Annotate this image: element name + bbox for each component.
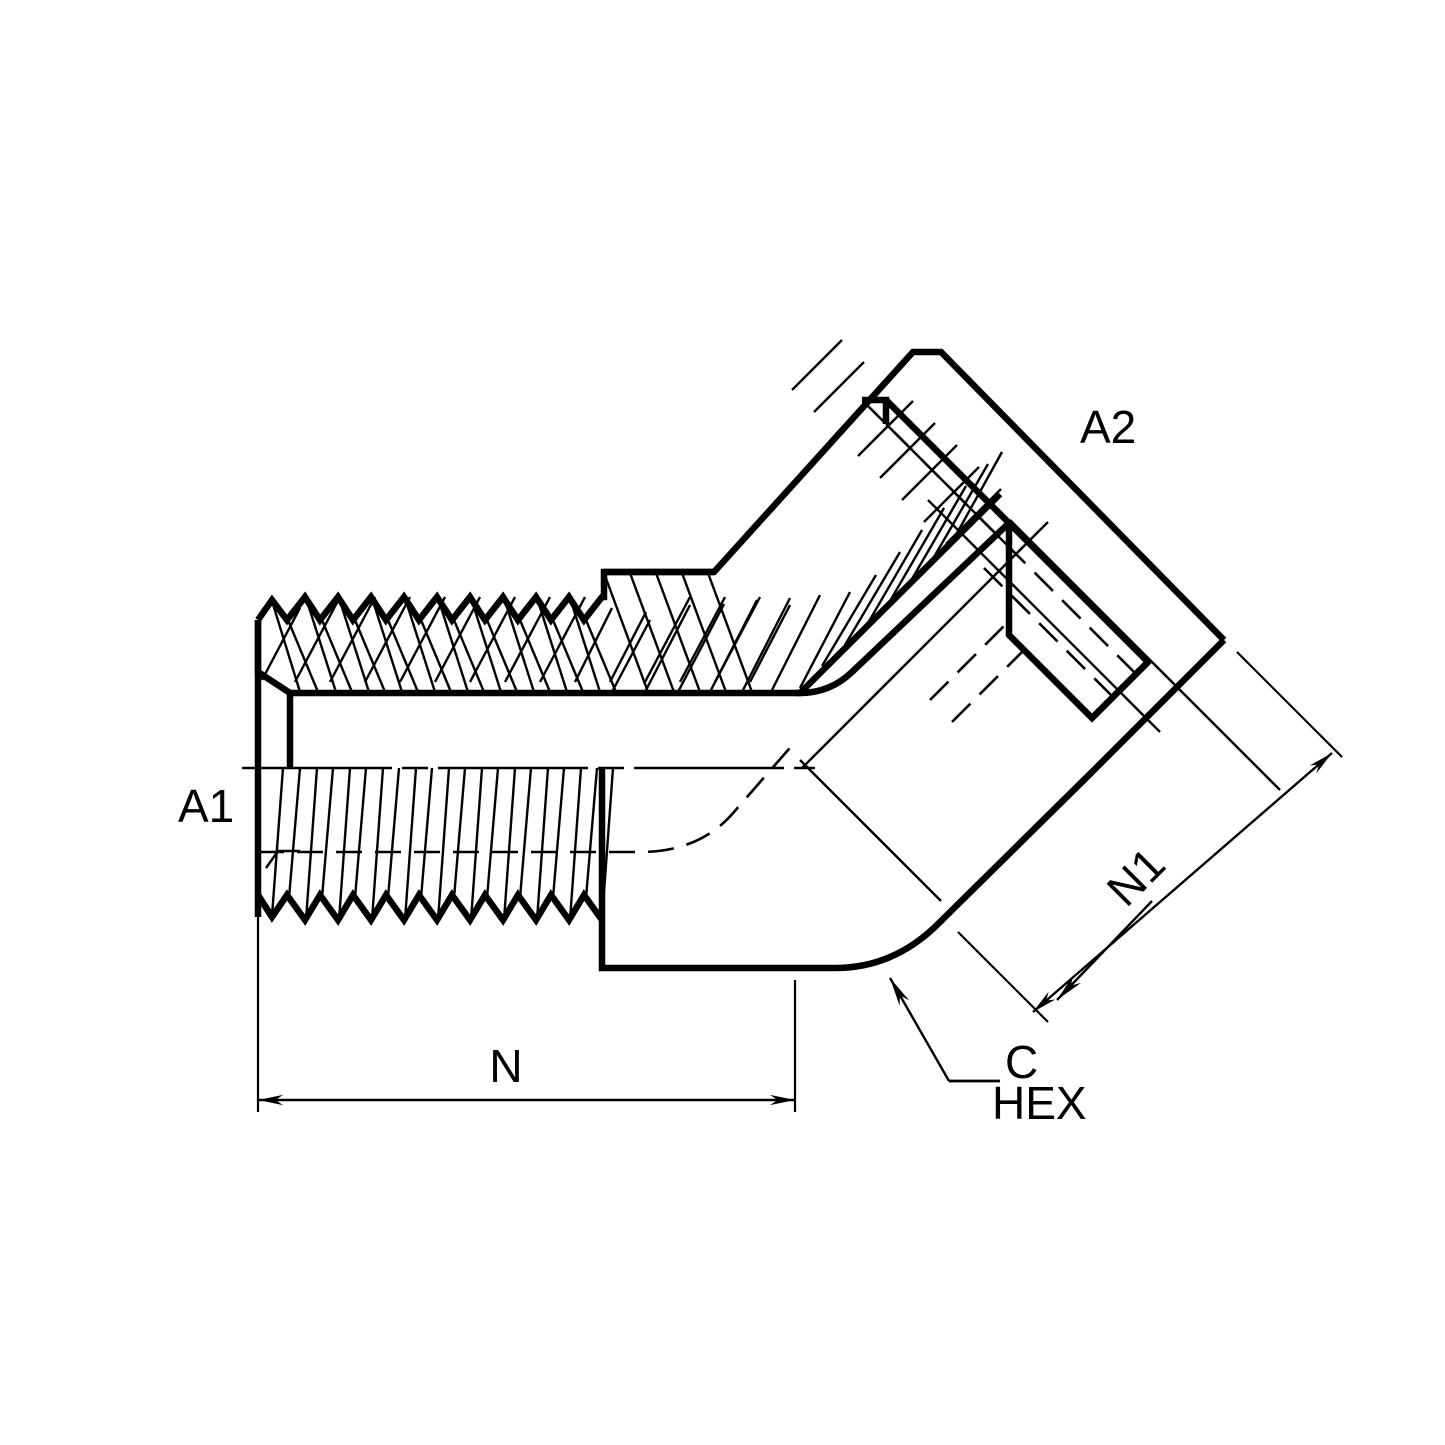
label-a1: A1 bbox=[178, 780, 234, 832]
hex-boss-edge-a bbox=[885, 423, 1008, 546]
label-a2: A2 bbox=[1080, 401, 1136, 453]
bore-shoulder-curve bbox=[265, 849, 300, 869]
leader-c-group: C bbox=[890, 978, 1038, 1088]
dimension-label-n: N bbox=[489, 1040, 522, 1092]
leader-hex-line bbox=[1056, 900, 1153, 1001]
male-shoulder-step bbox=[598, 920, 795, 972]
elbow-inner-wall bbox=[795, 520, 1012, 697]
diagonal-transition-hatching bbox=[610, 451, 1004, 693]
top-thread-crest-profile bbox=[255, 568, 714, 626]
hidden-bore-line bbox=[258, 741, 796, 854]
n1-dimension-line bbox=[1032, 752, 1333, 1013]
top-thread-flank-lines bbox=[270, 572, 754, 693]
a2-flange-outer bbox=[1089, 637, 1227, 775]
leader-label-hex: HEX bbox=[992, 1077, 1087, 1129]
a2-flange-inner-step bbox=[1005, 523, 1151, 723]
leader-label-c: C bbox=[1005, 1036, 1038, 1088]
diagonal-female-arm-group bbox=[604, 339, 1281, 972]
bottom-thread-flank-lines bbox=[270, 767, 615, 921]
diagonal-arm-upper-edge bbox=[604, 348, 1227, 643]
projection-construction-lines bbox=[799, 499, 1281, 902]
left-bottom-chamfer bbox=[255, 893, 275, 919]
boss-hidden-bore-lines bbox=[929, 544, 1136, 723]
dimension-n-group: N bbox=[256, 905, 797, 1112]
leader-hex-group: HEX bbox=[992, 900, 1153, 1129]
bottom-thread-crest-profile bbox=[255, 889, 605, 926]
n1-extension-far bbox=[1236, 651, 1343, 758]
diagonal-arm-hatching-upper bbox=[791, 339, 1002, 545]
